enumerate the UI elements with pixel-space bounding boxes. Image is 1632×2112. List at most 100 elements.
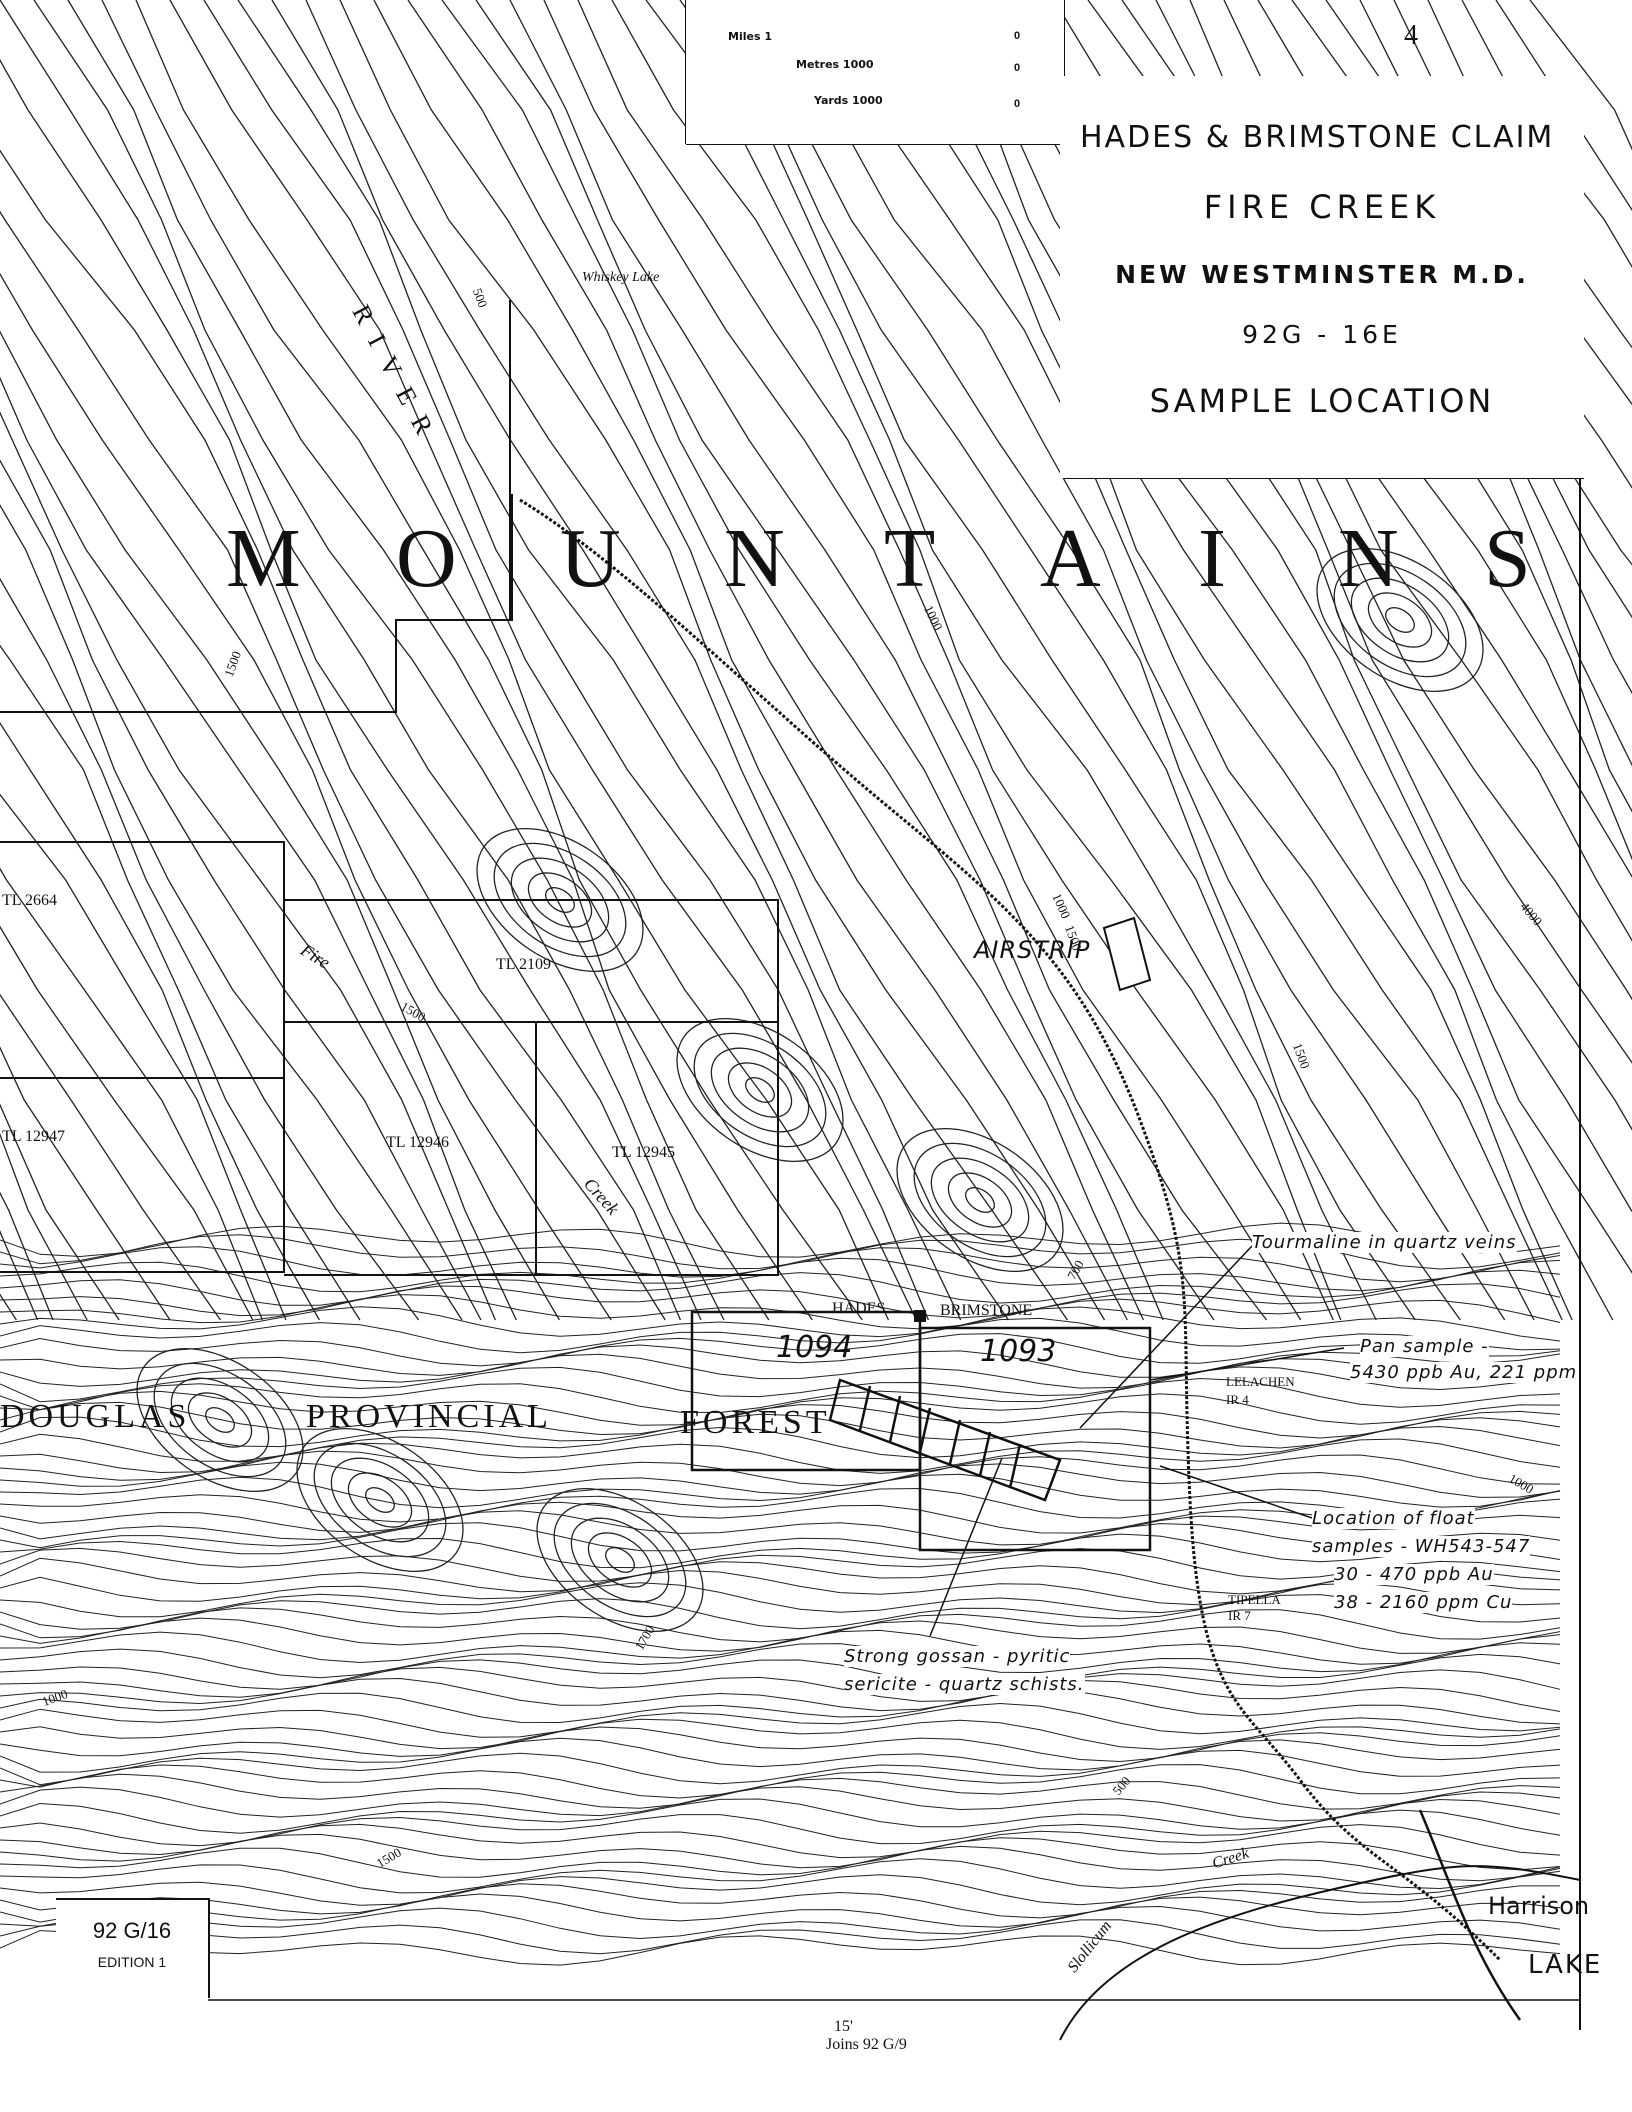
airstrip-outline bbox=[1102, 916, 1152, 992]
contour-line bbox=[0, 1547, 1561, 1582]
scale-miles-label: Miles 1 bbox=[728, 30, 772, 43]
contour-line bbox=[271, 0, 1009, 1321]
contour-ring bbox=[745, 1077, 775, 1103]
contour-line bbox=[917, 0, 1632, 1274]
contour-lines bbox=[0, 0, 1632, 1966]
contour-ring bbox=[1367, 592, 1433, 648]
mountains-letter: N bbox=[724, 512, 791, 605]
mountains-letter: A bbox=[1040, 512, 1107, 605]
mountains-letter: N bbox=[1338, 512, 1405, 605]
contour-line bbox=[0, 1283, 1561, 1319]
contour-ring bbox=[1385, 607, 1415, 633]
whiskey-lake-label: Whiskey Lake bbox=[582, 270, 660, 285]
contour-ring bbox=[313, 1442, 447, 1558]
contour-line bbox=[849, 0, 1573, 1321]
contour-line bbox=[0, 1607, 1561, 1643]
contour-ring bbox=[296, 1428, 464, 1572]
contour-ring bbox=[1333, 562, 1467, 678]
claim-hades-label: HADES bbox=[832, 1300, 886, 1317]
scale-yards-label: Yards 1000 bbox=[814, 94, 883, 107]
contour-ring bbox=[553, 1502, 687, 1618]
contour-ring bbox=[205, 1407, 235, 1433]
claim-blocks bbox=[690, 1310, 1152, 1552]
contour-ring bbox=[587, 1532, 653, 1588]
annotation-gossan-1: Strong gossan - pyritic bbox=[844, 1646, 1071, 1667]
contour-line bbox=[305, 0, 1068, 1321]
title-creek: FIRE CREEK bbox=[1203, 188, 1441, 226]
contour-ring bbox=[947, 1172, 1013, 1228]
contour-line bbox=[0, 1930, 1561, 1966]
contour-ring bbox=[1316, 548, 1484, 692]
scale-bar: Miles 1 0 Metres 1000 0 Yards 1000 0 bbox=[686, 0, 1064, 144]
annotation-gossan-2: sericite - quartz schists. bbox=[844, 1674, 1085, 1695]
contour-line bbox=[0, 1269, 1561, 1306]
contour-line bbox=[543, 0, 1302, 1321]
contour-line bbox=[1461, 0, 1632, 268]
contour-line bbox=[169, 0, 917, 1321]
contour-line bbox=[0, 376, 517, 1321]
contour-line bbox=[0, 411, 496, 1321]
lot-tl12946: TL 12946 bbox=[386, 1134, 449, 1151]
contour-line bbox=[0, 1533, 1561, 1569]
contour-line bbox=[0, 1845, 1561, 1882]
page-number: 4 bbox=[1404, 20, 1418, 51]
contour-line bbox=[815, 0, 1563, 1321]
contour-line bbox=[0, 1401, 1561, 1439]
contour-line bbox=[0, 867, 264, 1321]
contour-line bbox=[0, 1425, 1561, 1462]
scale-miles-zero: 0 bbox=[1014, 30, 1021, 42]
contour-ring bbox=[727, 1062, 793, 1118]
contour-line bbox=[0, 1737, 1561, 1773]
harrison-lake-shore bbox=[1418, 1809, 1522, 2021]
annotation-float-1: Location of float bbox=[1312, 1508, 1475, 1529]
footer-joins: Joins 92 G/9 bbox=[826, 2036, 907, 2053]
title-sample-location: SAMPLE LOCATION bbox=[1149, 382, 1495, 420]
contour-line bbox=[101, 0, 863, 1321]
contour-line bbox=[0, 1257, 1561, 1293]
contour-line bbox=[0, 1306, 1561, 1342]
contour-ring bbox=[1350, 577, 1450, 663]
contour-ring bbox=[510, 857, 610, 943]
contour-line bbox=[0, 1702, 1561, 1738]
contour-line bbox=[713, 0, 1461, 1321]
contour-line bbox=[0, 1749, 1561, 1786]
contour-line bbox=[0, 1833, 1561, 1871]
contour-line bbox=[883, 0, 1614, 1321]
contour-line bbox=[0, 1390, 1561, 1426]
contour-ring bbox=[365, 1487, 395, 1513]
title-claim-name: HADES & BRIMSTONE CLAIM bbox=[1080, 120, 1555, 155]
lot-lelachen-ir: IR 4 bbox=[1226, 1392, 1249, 1407]
contour-line bbox=[0, 1773, 1561, 1810]
contour-ring bbox=[536, 1488, 704, 1632]
contour-line bbox=[0, 925, 254, 1321]
contour-ring bbox=[693, 1032, 827, 1148]
contour-ring bbox=[476, 828, 644, 972]
contour-line bbox=[0, 577, 420, 1321]
contour-line bbox=[0, 1333, 1561, 1367]
contour-line bbox=[339, 0, 1106, 1321]
lot-boundaries bbox=[0, 300, 779, 1276]
contour-line bbox=[0, 1653, 1561, 1690]
contour-line bbox=[0, 1557, 1561, 1595]
contour-line bbox=[645, 0, 1377, 1321]
contour-line bbox=[0, 993, 222, 1321]
annotation-float-2: samples - WH543-547 bbox=[1312, 1536, 1531, 1557]
river-line bbox=[519, 498, 1502, 1962]
contour-line bbox=[0, 1438, 1561, 1474]
contour-line bbox=[0, 1870, 1561, 1906]
airstrip-label: AIRSTRIP bbox=[974, 936, 1091, 964]
contour-line bbox=[0, 644, 361, 1321]
contour-line bbox=[0, 504, 463, 1321]
contour-line bbox=[0, 1666, 1561, 1702]
contour-line bbox=[509, 0, 1268, 1321]
scale-metres-zero: 0 bbox=[1014, 62, 1021, 74]
contour-line bbox=[0, 1293, 17, 1321]
provincial-label: PROVINCIAL bbox=[306, 1398, 552, 1435]
contour-line bbox=[0, 149, 681, 1321]
mountains-letter: O bbox=[396, 512, 463, 605]
scale-metres-label: Metres 1000 bbox=[796, 58, 874, 71]
contour-line bbox=[475, 0, 1215, 1321]
sheet-edition: EDITION 1 bbox=[97, 1954, 167, 1970]
contour-line bbox=[0, 1893, 1561, 1928]
contour-line bbox=[0, 1726, 1561, 1763]
